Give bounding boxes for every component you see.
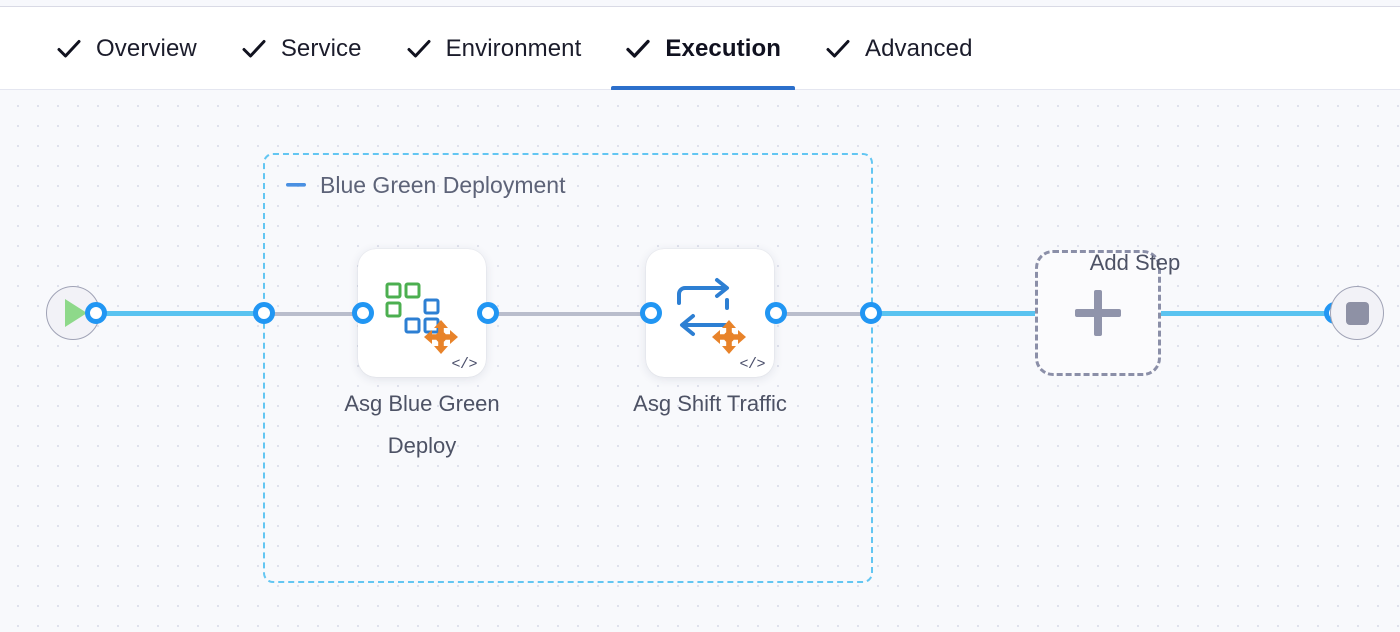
stage-group-box[interactable] [263, 153, 873, 583]
stage-group-header: Blue Green Deployment [284, 170, 565, 200]
minus-icon[interactable] [284, 173, 308, 197]
link-start-to-group [102, 311, 268, 316]
step-label: Asg Blue Green Deploy [344, 391, 500, 458]
tab-execution[interactable]: Execution [603, 8, 803, 91]
asg-blue-green-deploy-icon [379, 270, 465, 356]
check-icon [406, 36, 432, 62]
step-label: Asg Shift Traffic [633, 391, 787, 416]
stage-tab-bar: Overview Service Environment Execution A [0, 8, 1400, 91]
link-group-exit-to-add-step [870, 311, 1042, 316]
group-entry-connector[interactable] [253, 302, 275, 324]
step2-left-connector[interactable] [640, 302, 662, 324]
check-icon [825, 36, 851, 62]
check-icon [56, 36, 82, 62]
check-icon [625, 36, 651, 62]
tab-advanced-label: Advanced [865, 34, 973, 62]
code-badge-icon[interactable]: </> [739, 356, 765, 373]
tab-execution-label: Execution [665, 34, 781, 62]
tab-service[interactable]: Service [219, 8, 384, 90]
tab-overview[interactable]: Overview [34, 8, 219, 90]
step-node-asg-shift-traffic[interactable]: </> Asg Shift Traffic [633, 249, 787, 416]
step2-right-connector[interactable] [765, 302, 787, 324]
tab-environment[interactable]: Environment [384, 8, 604, 90]
link-step1-to-step2 [484, 312, 654, 316]
add-step-button[interactable] [1035, 250, 1161, 376]
asg-shift-traffic-icon [667, 270, 753, 356]
stop-icon [1345, 301, 1369, 325]
end-node[interactable] [1330, 286, 1384, 340]
step-node-asg-blue-green-deploy[interactable]: </> Asg Blue Green Deploy [344, 249, 500, 458]
group-exit-connector[interactable] [860, 302, 882, 324]
play-icon [65, 299, 87, 327]
code-badge-icon[interactable]: </> [451, 356, 477, 373]
add-step-label: Add Step [1089, 250, 1181, 275]
stage-group-title: Blue Green Deployment [320, 171, 566, 198]
tab-service-label: Service [280, 34, 362, 62]
pipeline-canvas[interactable]: Blue Green Deployment [0, 90, 1400, 632]
link-step2-to-group-exit [772, 312, 874, 316]
step1-right-connector[interactable] [477, 302, 499, 324]
step-card[interactable]: </> [646, 249, 774, 377]
window-top-strip [0, 0, 1400, 7]
start-node-connector[interactable] [85, 302, 107, 324]
step-card[interactable]: </> [358, 249, 486, 377]
link-group-entry-to-step1 [266, 312, 366, 316]
step1-left-connector[interactable] [352, 302, 374, 324]
link-add-step-to-end [1155, 311, 1335, 316]
check-icon [241, 36, 267, 62]
plus-icon [1075, 290, 1121, 336]
tab-overview-label: Overview [96, 34, 197, 62]
tab-environment-label: Environment [445, 34, 582, 62]
tab-advanced[interactable]: Advanced [803, 8, 995, 90]
